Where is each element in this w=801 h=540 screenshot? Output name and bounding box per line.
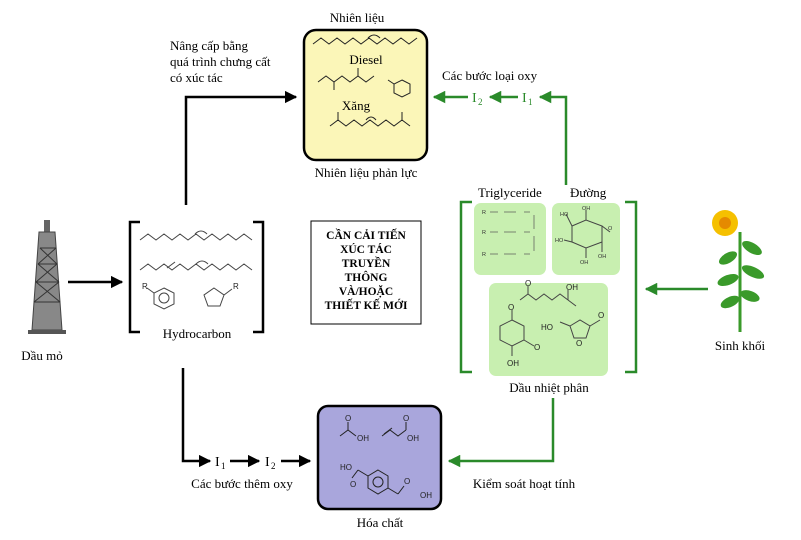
svg-text:I: I <box>522 91 527 106</box>
biomass-label: Sinh khối <box>715 338 766 353</box>
catalyst-improvement-box <box>310 220 422 325</box>
hydrocarbon-molecules <box>139 230 253 310</box>
svg-text:HO: HO <box>555 238 564 244</box>
arrow-biooil-to-chemicals <box>447 398 555 468</box>
arrow-biooil-to-deoxy <box>538 90 568 185</box>
arrow-hydrocarbon-to-chemicals <box>181 368 212 468</box>
pyrolysis-structures <box>499 286 601 356</box>
svg-text:OH: OH <box>598 254 606 260</box>
hydrocarbon-label: Hydrocarbon <box>163 326 232 341</box>
activity-control-label: Kiểm soát hoạt tính <box>473 476 576 491</box>
add-i1: I 1 <box>215 455 226 471</box>
svg-text:HO: HO <box>541 323 553 332</box>
svg-text:O: O <box>350 480 356 489</box>
svg-text:1: 1 <box>528 97 533 107</box>
chemicals-box <box>316 404 443 511</box>
deoxy-i1: I 1 <box>522 91 533 107</box>
sunflower-head <box>712 210 738 236</box>
svg-text:O: O <box>525 279 531 288</box>
catalyst-line-1: CẦN CẢI TIẾN <box>326 227 406 242</box>
pyrolysis-box <box>489 283 608 376</box>
svg-text:OH: OH <box>357 434 369 443</box>
arrow-hydrocarbon-to-fuel <box>184 90 298 205</box>
svg-text:O: O <box>534 343 540 352</box>
deoxy-steps-label: Các bước loại oxy <box>442 68 538 83</box>
duong-label: Đường <box>570 185 607 200</box>
svg-text:HO: HO <box>340 463 352 472</box>
chemicals-label: Hóa chất <box>357 515 404 530</box>
pyrolysis-atom-labels: O OH O OH O HO O O <box>507 279 604 368</box>
hydrocarbon-bracket-left <box>128 220 140 334</box>
svg-text:I: I <box>265 455 270 470</box>
deoxy-i2: I 2 <box>472 91 483 107</box>
oxy-add-steps-label: Các bước thêm oxy <box>191 476 293 491</box>
r-group-2: R <box>233 282 239 291</box>
triglyceride-label: Triglyceride <box>478 185 542 200</box>
upgrade-line-3: có xúc tác <box>170 70 223 85</box>
bio-bracket-left <box>459 200 472 374</box>
catalyst-line-4: THÔNG <box>345 270 388 284</box>
fuel-box <box>302 28 429 162</box>
svg-text:R: R <box>482 230 486 236</box>
catalyst-line-6: THIẾT KẾ MỚI <box>325 297 408 312</box>
triglyceride-box <box>474 203 546 275</box>
r-group-1: R <box>142 282 148 291</box>
svg-text:O: O <box>345 414 351 423</box>
svg-text:OH: OH <box>420 491 432 500</box>
svg-text:O: O <box>508 303 514 312</box>
svg-text:I: I <box>215 455 220 470</box>
svg-text:OH: OH <box>407 434 419 443</box>
svg-text:O: O <box>576 339 582 348</box>
xang-label: Xăng <box>342 98 371 113</box>
sunflower-plant-icon <box>712 210 765 332</box>
fuel-title: Nhiên liệu <box>330 10 385 25</box>
svg-text:OH: OH <box>566 283 578 292</box>
svg-text:O: O <box>404 477 410 486</box>
pyrolysis-oil-label: Dầu nhiệt phân <box>509 380 589 395</box>
oil-derrick-icon <box>28 220 66 334</box>
crude-oil-label: Dầu mỏ <box>21 348 63 363</box>
svg-text:R: R <box>482 252 486 258</box>
jet-fuel-label: Nhiên liệu phản lực <box>315 165 418 180</box>
svg-text:OH: OH <box>507 359 519 368</box>
sugar-atom-labels: HO OH O HO OH OH <box>555 206 613 266</box>
catalyst-line-3: TRUYỀN <box>342 255 391 270</box>
triglyceride-atom-labels: R R R <box>482 210 486 258</box>
catalyst-line-2: XÚC TÁC <box>340 242 392 256</box>
add-i2: I 2 <box>265 455 276 471</box>
svg-text:2: 2 <box>478 97 483 107</box>
upgrade-line-1: Nâng cấp bằng <box>170 38 248 53</box>
catalyst-line-5: VÀ/HOẶC <box>339 284 393 298</box>
upgrade-line-2: quá trình chưng cất <box>170 54 271 69</box>
svg-text:OH: OH <box>582 206 590 212</box>
sugar-structure <box>563 210 611 258</box>
svg-text:I: I <box>472 91 477 106</box>
svg-text:O: O <box>598 311 604 320</box>
diesel-label: Diesel <box>349 52 383 67</box>
svg-text:2: 2 <box>271 461 276 471</box>
bio-bracket-right <box>625 200 638 374</box>
svg-text:O: O <box>403 414 409 423</box>
svg-text:R: R <box>482 210 486 216</box>
hydrocarbon-bracket-right <box>253 220 265 334</box>
svg-text:O: O <box>608 226 613 232</box>
fuel-molecules <box>312 34 418 127</box>
svg-text:1: 1 <box>221 461 226 471</box>
svg-text:HO: HO <box>560 212 569 218</box>
svg-text:OH: OH <box>580 260 588 266</box>
chemicals-atom-labels: O OH O OH HO O O OH <box>340 414 432 500</box>
chemicals-structures <box>339 422 407 495</box>
triglyceride-structure <box>490 211 535 255</box>
